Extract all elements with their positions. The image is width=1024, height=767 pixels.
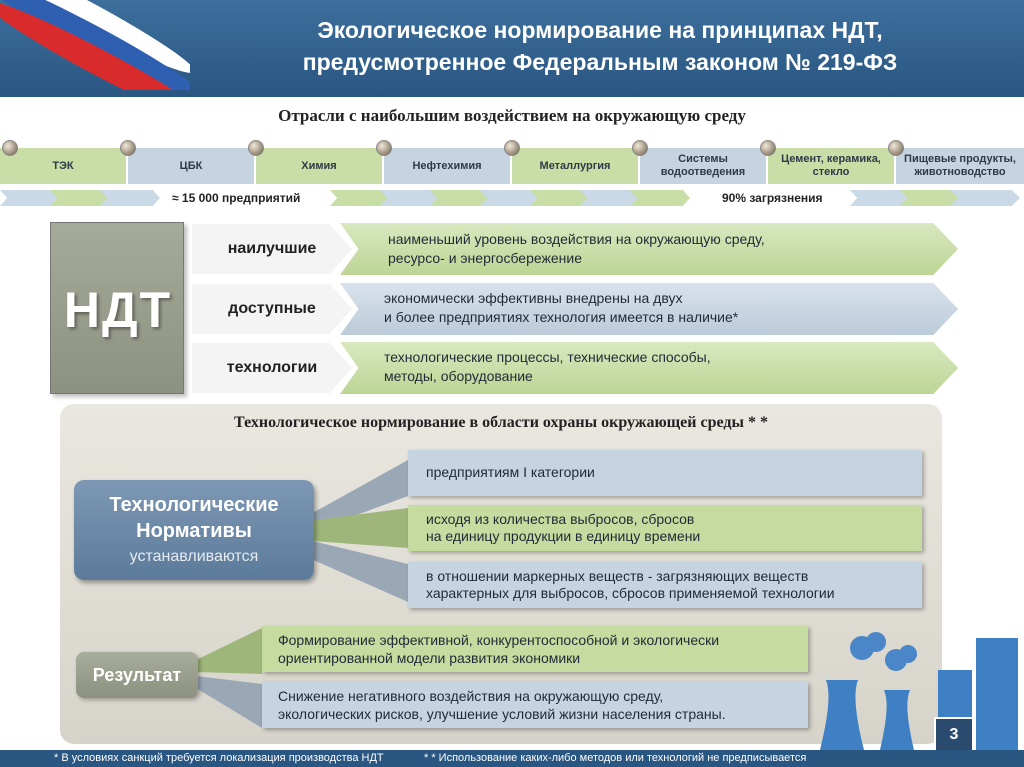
arrow-segment xyxy=(330,190,390,206)
result-label: Результат xyxy=(76,652,198,698)
arrow-segment xyxy=(380,190,440,206)
footnote-2: * * Использование каких-либо методов или… xyxy=(424,752,807,764)
arrow-segment xyxy=(480,190,540,206)
arrow-segment xyxy=(50,190,110,206)
arrow-segment xyxy=(900,190,960,206)
page-number: 3 xyxy=(934,717,974,753)
counts-row: ≈ 15 000 предприятий 90% загрязнения xyxy=(0,188,1024,208)
arrow-segment xyxy=(850,190,910,206)
factory-icon xyxy=(820,632,1018,750)
industry-petrochemistry: Нефтехимия xyxy=(376,140,510,184)
norm-item-category: предприятиям I категории xyxy=(408,450,922,496)
arrow-segment xyxy=(950,190,1020,206)
result-item-impact: Снижение негативного воздействия на окру… xyxy=(262,682,808,728)
title-line-2: предусмотренное Федеральным законом № 21… xyxy=(302,49,898,75)
ndt-row-technologies-label: технологии xyxy=(192,343,352,393)
russian-flag-icon xyxy=(0,0,190,90)
industry-metallurgy: Металлургия xyxy=(504,140,638,184)
industry-food: Пищевые продукты, животноводство xyxy=(888,140,1024,184)
industry-cbk: ЦБК xyxy=(120,140,254,184)
pollution-share: 90% загрязнения xyxy=(716,189,829,207)
industries-subtitle: Отрасли с наибольшим воздействием на окр… xyxy=(278,106,746,125)
metal-icon xyxy=(504,140,520,156)
result-item-model: Формирование эффективной, конкурентоспос… xyxy=(262,626,808,672)
industry-tek: ТЭК xyxy=(0,140,126,184)
industry-water-systems: Системы водоотведения xyxy=(632,140,766,184)
arrow-segment xyxy=(630,190,690,206)
tech-norms-line-2: Нормативы xyxy=(136,520,252,542)
industry-chemistry: Химия xyxy=(248,140,382,184)
ndt-row-technologies-text: технологические процессы, технические сп… xyxy=(384,349,711,384)
food-icon xyxy=(888,140,904,156)
ndt-title: НДТ xyxy=(63,282,173,338)
ndt-row-available-label: доступные xyxy=(192,284,352,334)
footnote-1: * В условиях санкций требуется локализац… xyxy=(54,752,384,764)
ndt-row-best-label: наилучшие xyxy=(192,224,352,274)
oil-icon xyxy=(376,140,392,156)
ndt-box: НДТ xyxy=(50,222,184,394)
footer-bar xyxy=(0,750,1024,767)
arrow-segment xyxy=(100,190,160,206)
ndt-row-best-band xyxy=(340,223,958,275)
tech-norming-title: Технологическое нормирование в области о… xyxy=(234,414,768,431)
arrow-segment xyxy=(430,190,490,206)
enterprises-count: ≈ 15 000 предприятий xyxy=(166,189,307,207)
ndt-row-technologies-band xyxy=(340,342,958,394)
coal-icon xyxy=(2,140,18,156)
cement-icon xyxy=(760,140,776,156)
arrow-segment xyxy=(580,190,640,206)
arrow-segment xyxy=(0,190,60,206)
tech-norms-line-3: устанавливаются xyxy=(129,548,259,565)
ndt-row-available-text: экономически эффективны внедрены на двух… xyxy=(384,290,739,325)
tech-norms-line-1: Технологические xyxy=(109,494,279,516)
industry-cement: Цемент, керамика, стекло xyxy=(760,140,894,184)
ndt-row-available-band xyxy=(340,283,958,335)
paper-icon xyxy=(120,140,136,156)
industries-strip: ТЭК ЦБК Химия Нефтехимия Металлургия Сис… xyxy=(0,140,1024,186)
arrow-segment xyxy=(530,190,590,206)
header-bar: Экологическое нормирование на принципах … xyxy=(0,0,1024,97)
chemistry-icon xyxy=(248,140,264,156)
water-icon xyxy=(632,140,648,156)
page-title: Экологическое нормирование на принципах … xyxy=(200,14,1000,78)
result-connector xyxy=(196,628,262,728)
title-line-1: Экологическое нормирование на принципах … xyxy=(317,17,883,43)
connector-fan xyxy=(300,460,408,602)
norm-item-markers: в отношении маркерных веществ - загрязня… xyxy=(408,562,922,608)
norm-item-emissions: исходя из количества выбросов, сбросов н… xyxy=(408,505,922,551)
tech-norms-box: Технологические Нормативы устанавливаютс… xyxy=(74,480,314,580)
ndt-row-best-text: наименьший уровень воздействия на окружа… xyxy=(388,231,765,266)
